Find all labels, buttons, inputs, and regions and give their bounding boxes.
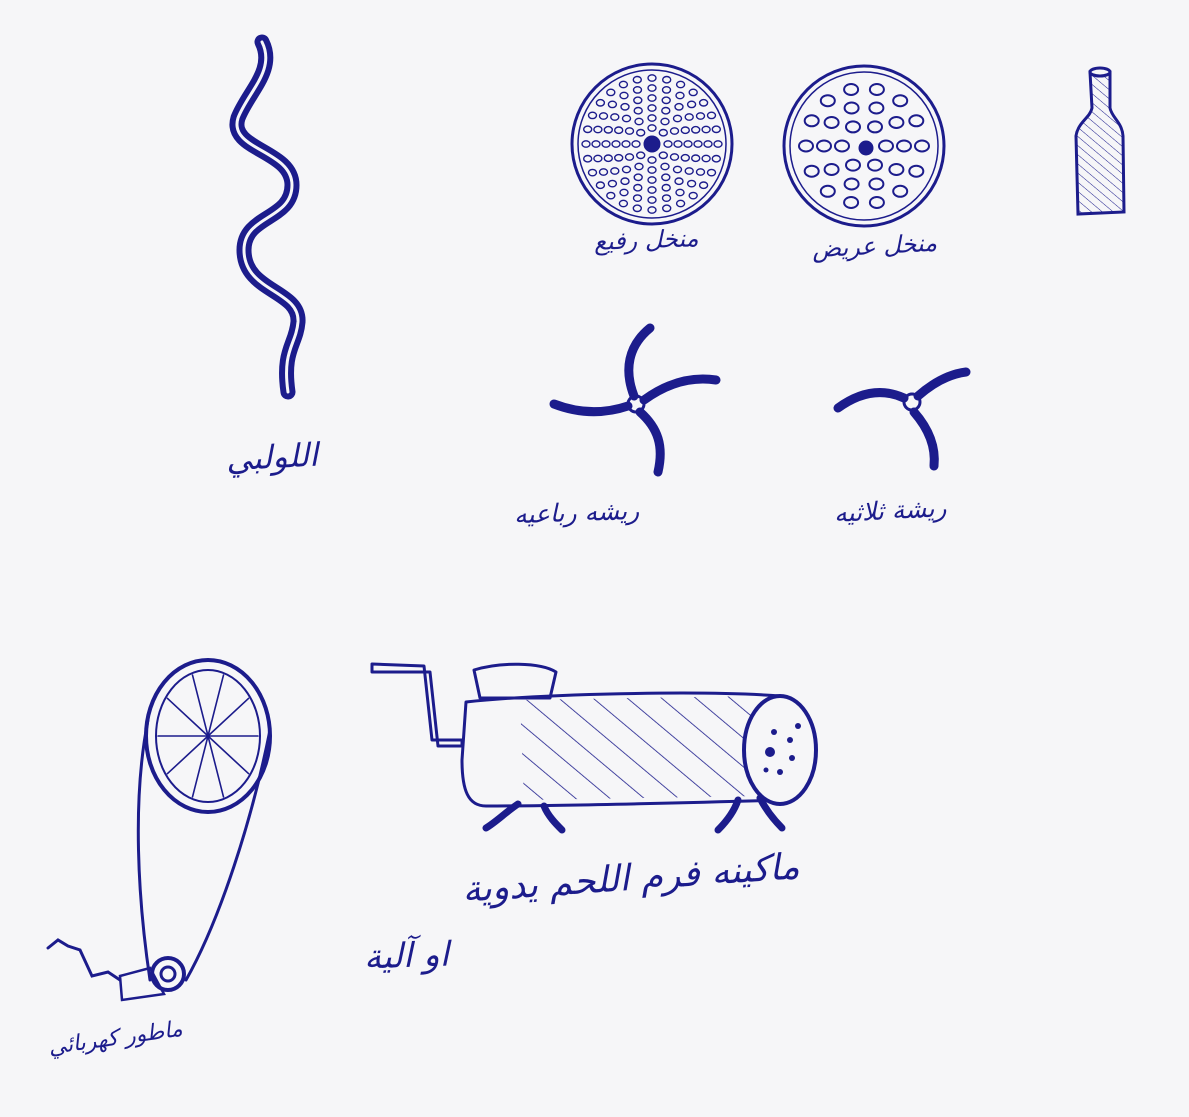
wide-disc-drawing [784,66,944,226]
three-blade-label: ريشة ثلاثيه [833,493,947,528]
machine-label-line2: او آلية [363,935,449,978]
four-blade-cutter-drawing [554,328,716,472]
spiral-screw-drawing [237,42,298,392]
fine-disc-label: منخل رفيع [594,224,699,256]
four-blade-label: ريشه رباعيه [514,496,640,529]
fine-disc-drawing [572,64,732,224]
meat-grinder-drawing [372,664,816,830]
electric-motor-drawing [48,660,270,1000]
three-blade-cutter-drawing [838,372,966,466]
spiral-label: اللولبي [225,436,319,479]
bottle-drawing [1076,68,1124,214]
